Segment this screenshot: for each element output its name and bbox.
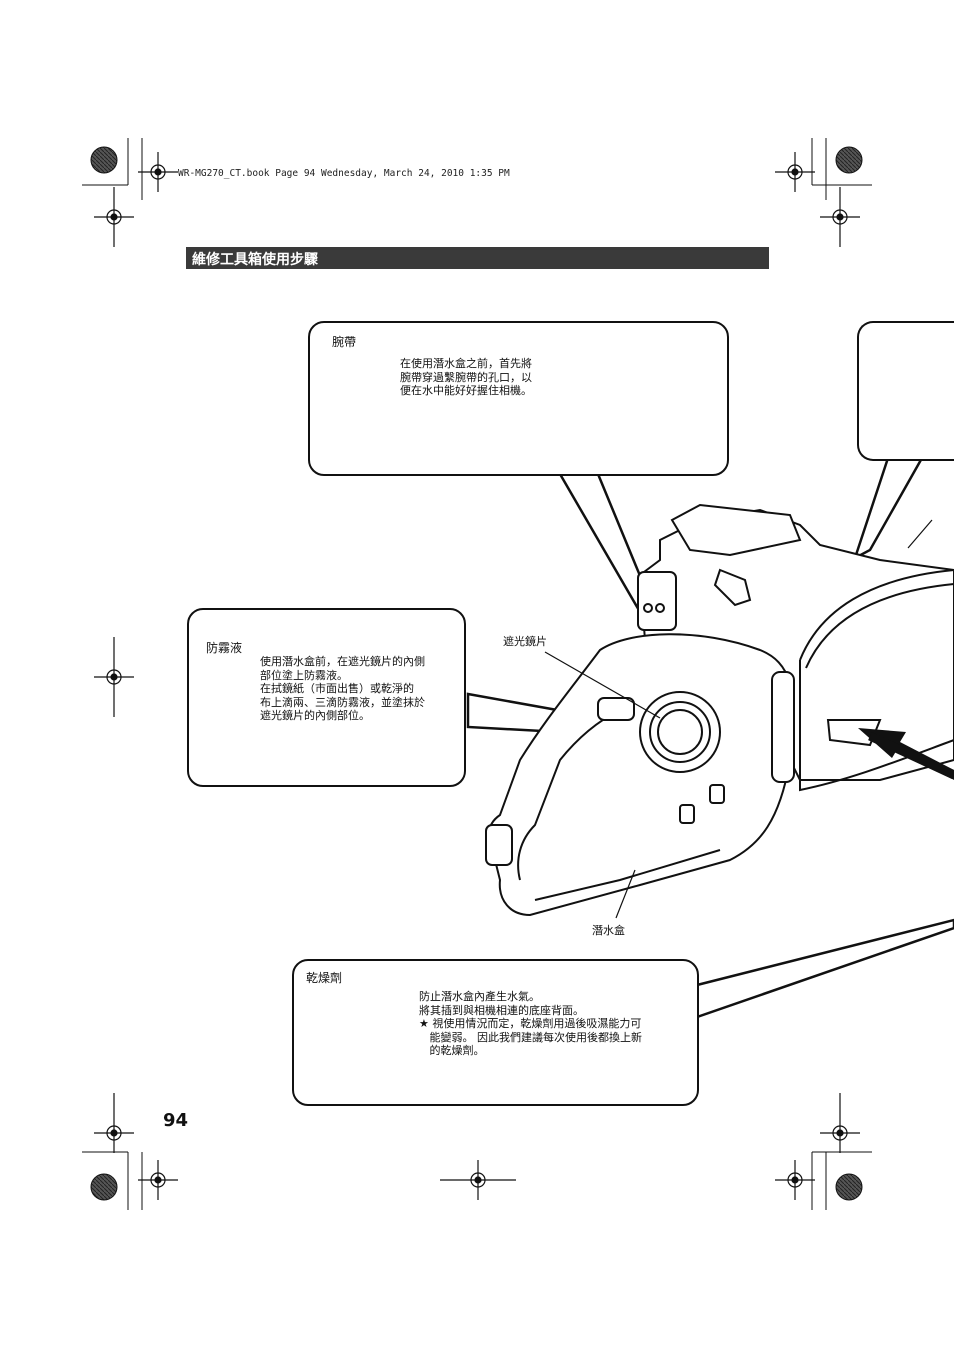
desiccant-text-line: 將其插到與相機相連的底座背面。 bbox=[419, 1003, 584, 1017]
strap-callout-title: 腕帶 bbox=[332, 335, 357, 349]
label-leader-lines bbox=[544, 519, 933, 919]
print-header-line: WR-MG270_CT.book Page 94 Wednesday, Marc… bbox=[178, 168, 510, 179]
antifog-text-line: 布上滴兩、三滴防霧液，並塗抹於 bbox=[260, 695, 425, 709]
crop-marks bbox=[82, 138, 872, 1210]
antifog-callout-box bbox=[187, 608, 466, 787]
antifog-text-line: 使用潛水盒前，在遮光鏡片的內側 bbox=[260, 655, 425, 668]
antifog-text-line: 部位塗上防霧液。 bbox=[260, 668, 348, 682]
section-title-bar bbox=[186, 247, 769, 269]
desiccant-text-line: 能變弱。 因此我們建議每次使用後都換上新 bbox=[419, 1030, 642, 1044]
strap-text-line: 在使用潛水盒之前，首先將 bbox=[400, 357, 532, 370]
desiccant-text-line: 防止潛水盒內產生水氣。 bbox=[419, 990, 540, 1003]
strap-text-line: 腕帶穿過繫腕帶的孔口，以 bbox=[400, 370, 532, 384]
strap-text-line: 便在水中能好好握住相機。 bbox=[400, 384, 532, 397]
desiccant-callout-title: 乾燥劑 bbox=[306, 971, 343, 985]
page-number: 94 bbox=[163, 1110, 189, 1131]
registration-sunburst-icon bbox=[90, 146, 863, 1201]
desiccant-callout-box bbox=[292, 959, 699, 1106]
antifog-text-line: 遮光鏡片的內側部位。 bbox=[260, 709, 370, 722]
offpage-callout-box bbox=[857, 321, 954, 461]
underwater-housing-illustration bbox=[485, 503, 954, 917]
section-title: 維修工具箱使用步驟 bbox=[192, 252, 318, 268]
desiccant-callout-text: 防止潛水盒內產生水氣。 將其插到與相機相連的底座背面。 ★ 視使用情況而定，乾燥… bbox=[419, 990, 642, 1058]
strap-callout-text: 在使用潛水盒之前，首先將 腕帶穿過繫腕帶的孔口，以 便在水中能好好握住相機。 bbox=[400, 357, 532, 398]
crosshair-mark-icon bbox=[94, 152, 860, 1200]
desiccant-text-line: 的乾燥劑。 bbox=[419, 1044, 485, 1057]
desiccant-text-line: ★ 視使用情況而定，乾燥劑用過後吸濕能力可 bbox=[419, 1017, 642, 1030]
antifog-text-line: 在拭鏡紙（市面出售）或乾淨的 bbox=[260, 682, 414, 695]
antifog-callout-text: 使用潛水盒前，在遮光鏡片的內側 部位塗上防霧液。 在拭鏡紙（市面出售）或乾淨的 … bbox=[260, 655, 425, 723]
antifog-callout-title: 防霧液 bbox=[206, 641, 243, 655]
strap-callout-box bbox=[308, 321, 729, 476]
lens-shade-label: 遮光鏡片 bbox=[503, 635, 547, 648]
insert-direction-arrow-icon bbox=[858, 728, 954, 780]
housing-label: 潛水盒 bbox=[592, 924, 625, 937]
